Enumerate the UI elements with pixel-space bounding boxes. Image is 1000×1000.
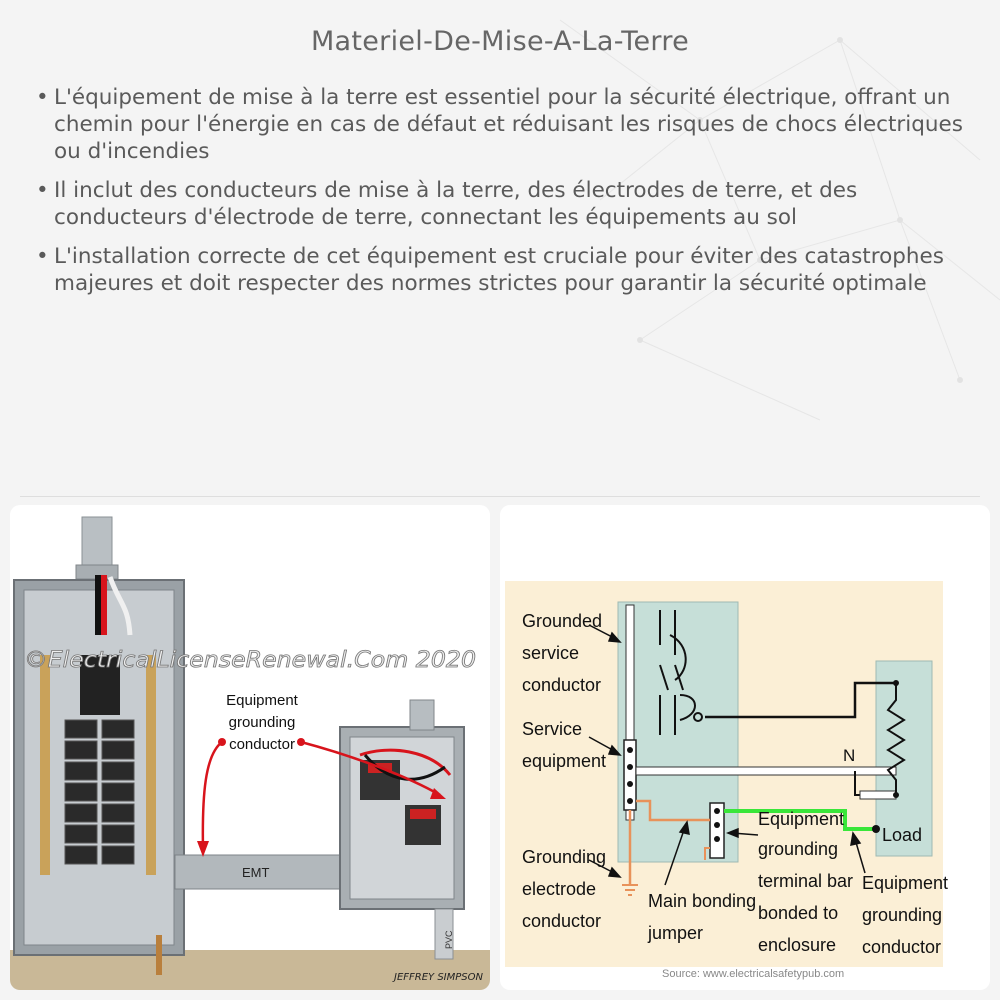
label-grounded-3: conductor bbox=[522, 675, 601, 695]
label-grounded-2: service bbox=[522, 643, 579, 663]
label-gec-2: electrode bbox=[522, 879, 596, 899]
background-pattern bbox=[559, 19, 1000, 421]
watermark: ©ElectricalLicenseRenewal.Com 2020 bbox=[24, 648, 476, 673]
emt-conduit bbox=[174, 854, 346, 890]
label-etb-3: terminal bar bbox=[758, 871, 853, 891]
section-divider bbox=[20, 496, 980, 497]
emt-label: EMT bbox=[242, 865, 270, 880]
main-bonding-jumper bbox=[636, 799, 710, 822]
label-gec-3: conductor bbox=[522, 911, 601, 931]
label-egc-1: Equipment bbox=[862, 873, 948, 893]
source-credit: Source: www.electricalsafetypub.com bbox=[662, 968, 844, 980]
label-egc-3: conductor bbox=[862, 937, 941, 957]
label-mbj-1: Main bonding bbox=[648, 891, 756, 911]
egc-wire bbox=[724, 809, 876, 831]
panel-board-drawing: EMT PVC Equipment grounding conductor ©E… bbox=[10, 516, 490, 990]
label-gec-1: Grounding bbox=[522, 847, 606, 867]
bullet-item: •Il inclut des conducteurs de mise à la … bbox=[36, 177, 976, 231]
bullet-dot-icon: • bbox=[36, 178, 49, 203]
bullet-text: Il inclut des conducteurs de mise à la t… bbox=[54, 178, 858, 230]
panel-board-illustration: EMT PVC Equipment grounding conductor ©E… bbox=[10, 505, 490, 990]
signature: JEFFREY SIMPSON bbox=[392, 972, 483, 983]
egc-label-line2: grounding bbox=[229, 714, 296, 731]
label-etb-1: Equipment bbox=[758, 809, 844, 829]
load-box bbox=[875, 660, 933, 857]
bullet-text: L'installation correcte de cet équipemen… bbox=[54, 244, 944, 296]
pvc-label: PVC bbox=[444, 930, 454, 949]
label-service-2: equipment bbox=[522, 751, 606, 771]
neutral-label: N bbox=[843, 746, 855, 765]
label-etb-4: bonded to bbox=[758, 903, 838, 923]
label-grounded-1: Grounded bbox=[522, 611, 602, 631]
ground-symbol-icon bbox=[622, 884, 638, 896]
label-mbj-2: jumper bbox=[647, 923, 703, 943]
egc-label-line3: conductor bbox=[229, 736, 295, 753]
egc-label-line1: Equipment bbox=[226, 692, 299, 709]
bullet-list: •L'équipement de mise à la terre est ess… bbox=[36, 84, 976, 309]
bullet-item: •L'installation correcte de cet équipeme… bbox=[36, 243, 976, 297]
grounding-diagram: N Grounded service cond bbox=[500, 505, 990, 990]
bullet-item: •L'équipement de mise à la terre est ess… bbox=[36, 84, 976, 165]
grounding-diagram-drawing: N Grounded service cond bbox=[505, 581, 948, 980]
floor bbox=[10, 950, 490, 990]
bullet-dot-icon: • bbox=[36, 244, 49, 269]
main-breaker bbox=[80, 655, 120, 715]
label-load: Load bbox=[882, 825, 922, 845]
bullet-dot-icon: • bbox=[36, 85, 49, 110]
page-title: Materiel-De-Mise-A-La-Terre bbox=[310, 26, 690, 57]
label-egc-2: grounding bbox=[862, 905, 942, 925]
label-etb-2: grounding bbox=[758, 839, 838, 859]
label-etb-5: enclosure bbox=[758, 935, 836, 955]
bullet-text: L'équipement de mise à la terre est esse… bbox=[54, 85, 963, 164]
label-service-1: Service bbox=[522, 719, 582, 739]
